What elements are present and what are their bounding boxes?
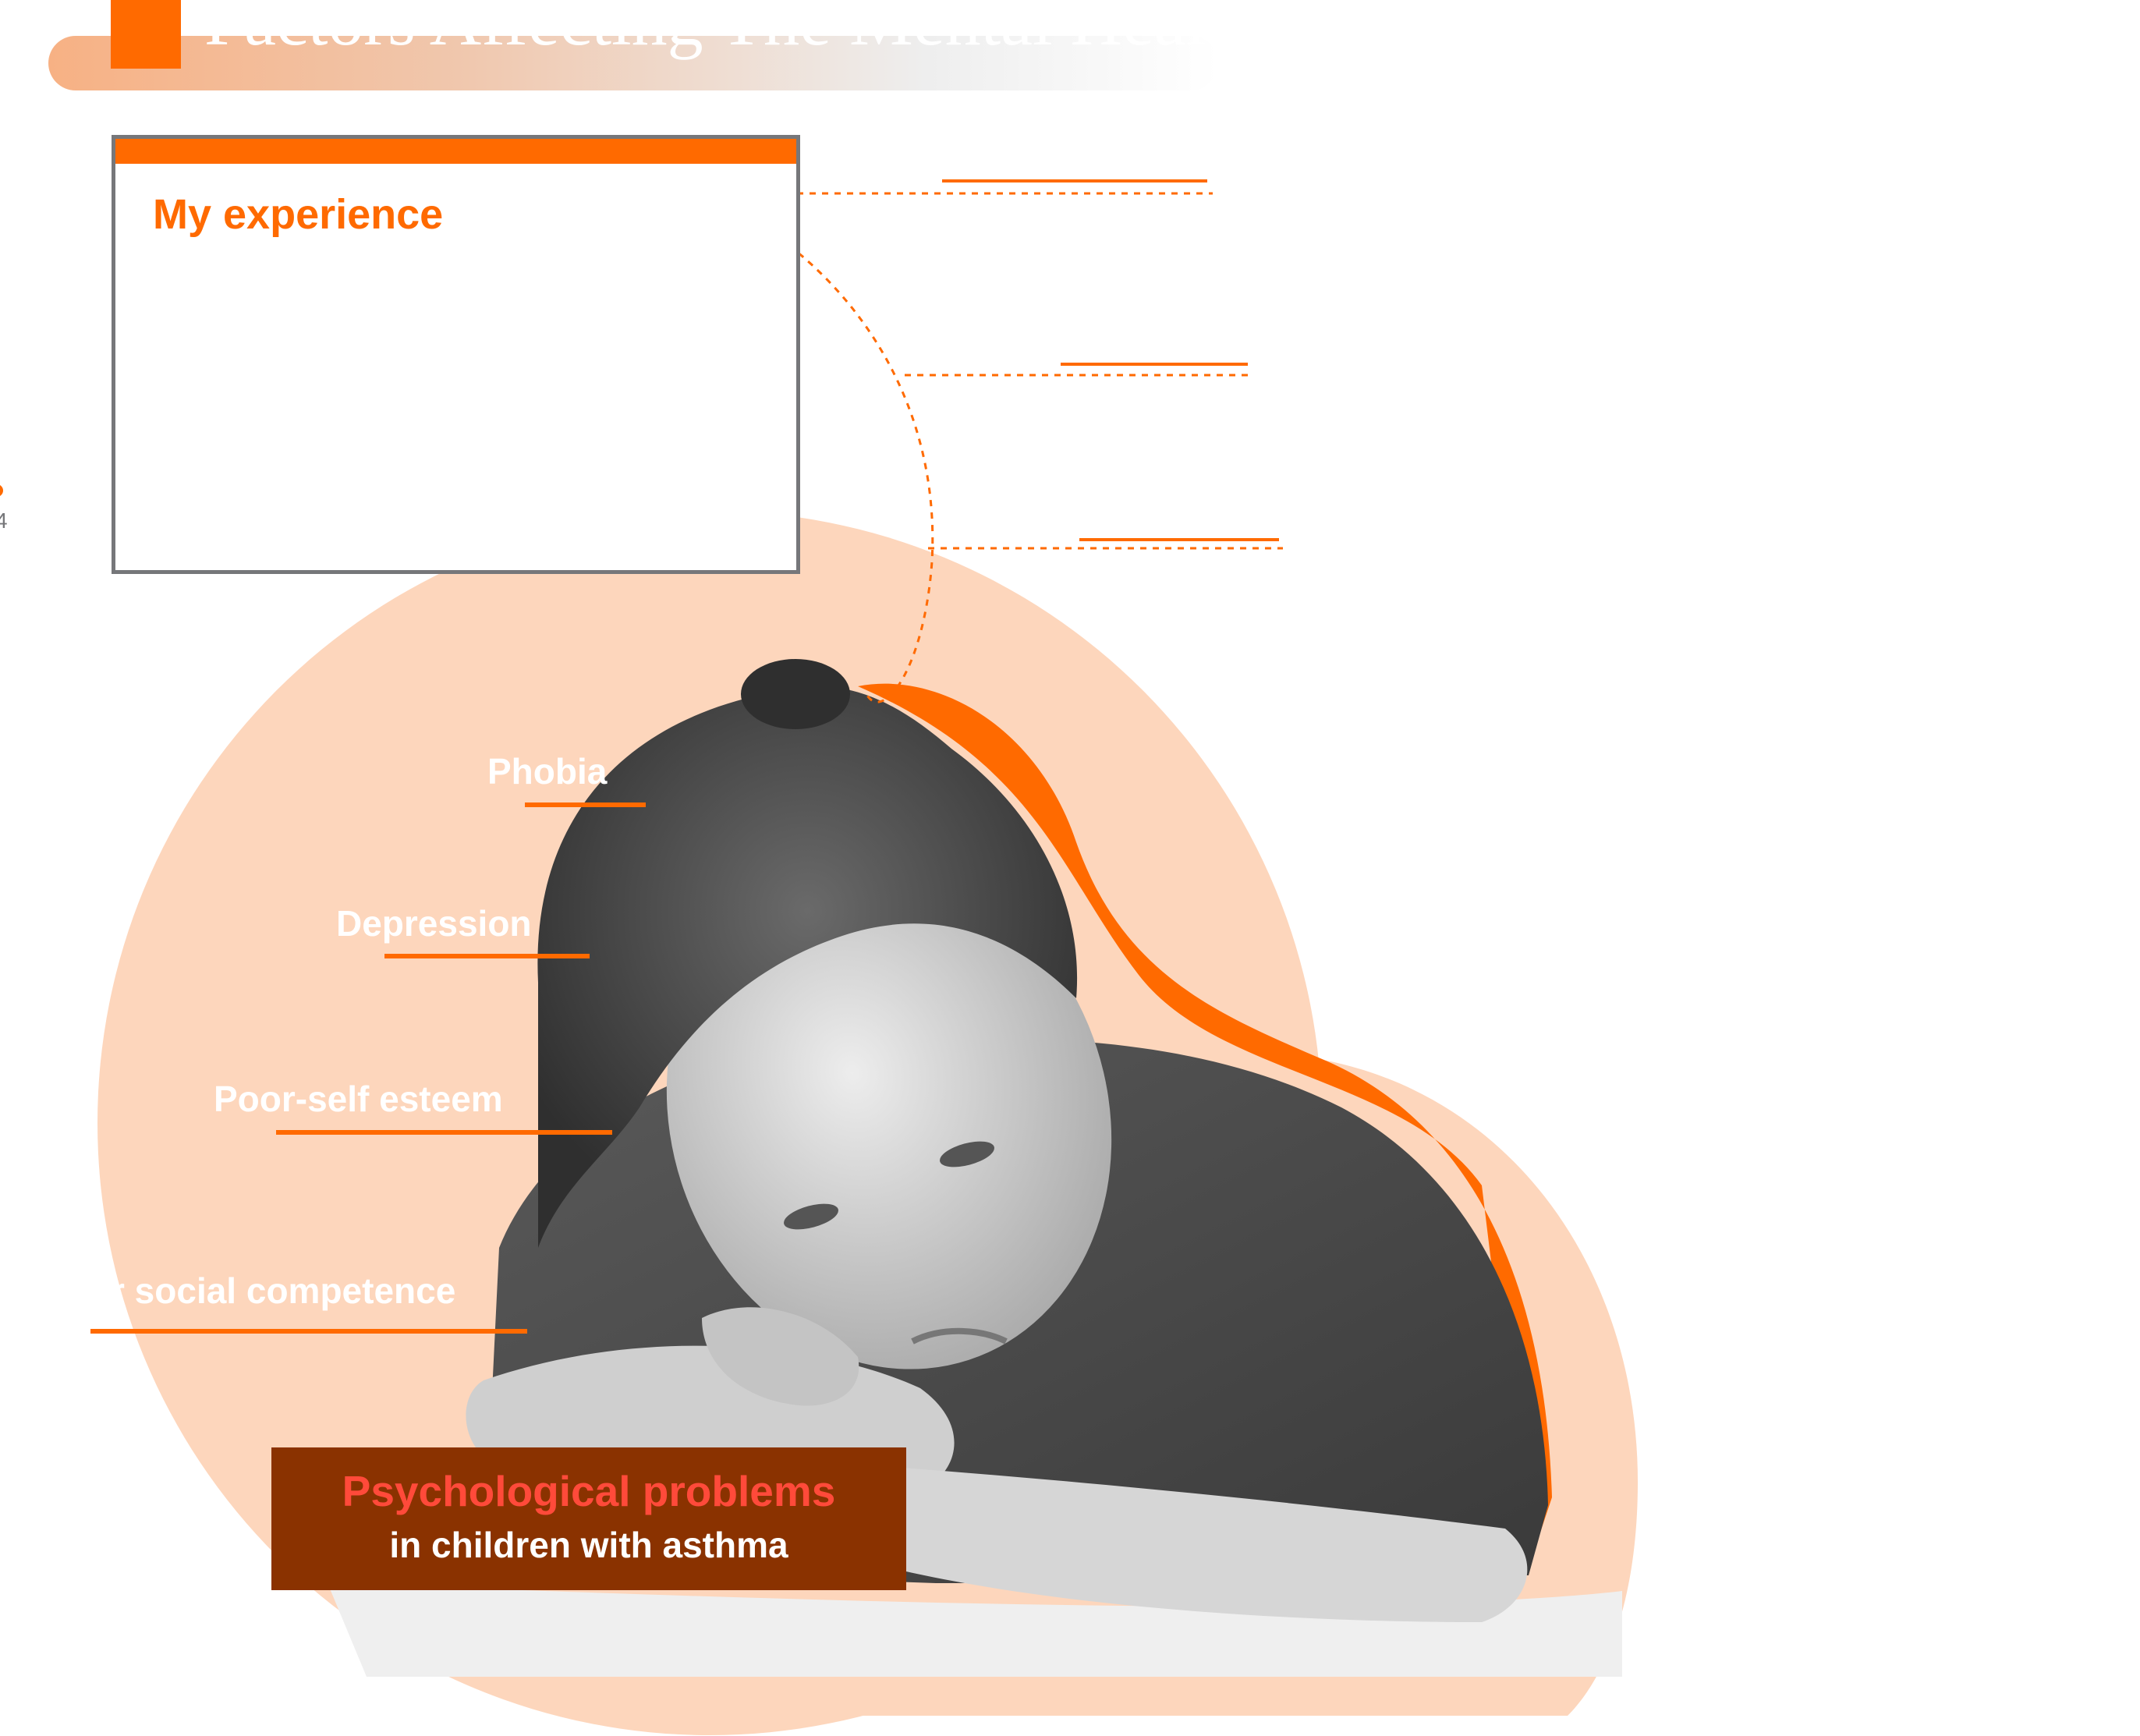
page-title: Factors Affecting The Mental Health — [204, 0, 1262, 60]
factor-label-depression: Depression — [336, 903, 532, 944]
caption-subtitle: in children with asthma — [389, 1525, 788, 1565]
factor-label-phobia: Phobia — [487, 751, 608, 792]
experience-card: My experience — [112, 135, 800, 574]
caption-box: Psychological problems in children with … — [271, 1447, 906, 1590]
experience-card-title: My experience — [153, 191, 444, 238]
caption-title: Psychological problems — [342, 1467, 836, 1515]
factor-label-social-competence: r social competence — [111, 1270, 456, 1311]
page-number: 4 — [0, 508, 8, 533]
factor-label-self-esteem: Poor-self esteem — [214, 1079, 503, 1119]
experience-card-header-bar — [115, 139, 796, 164]
title-bar — [48, 36, 1218, 90]
title-accent-square — [111, 0, 181, 69]
child-photo — [328, 659, 1622, 1677]
